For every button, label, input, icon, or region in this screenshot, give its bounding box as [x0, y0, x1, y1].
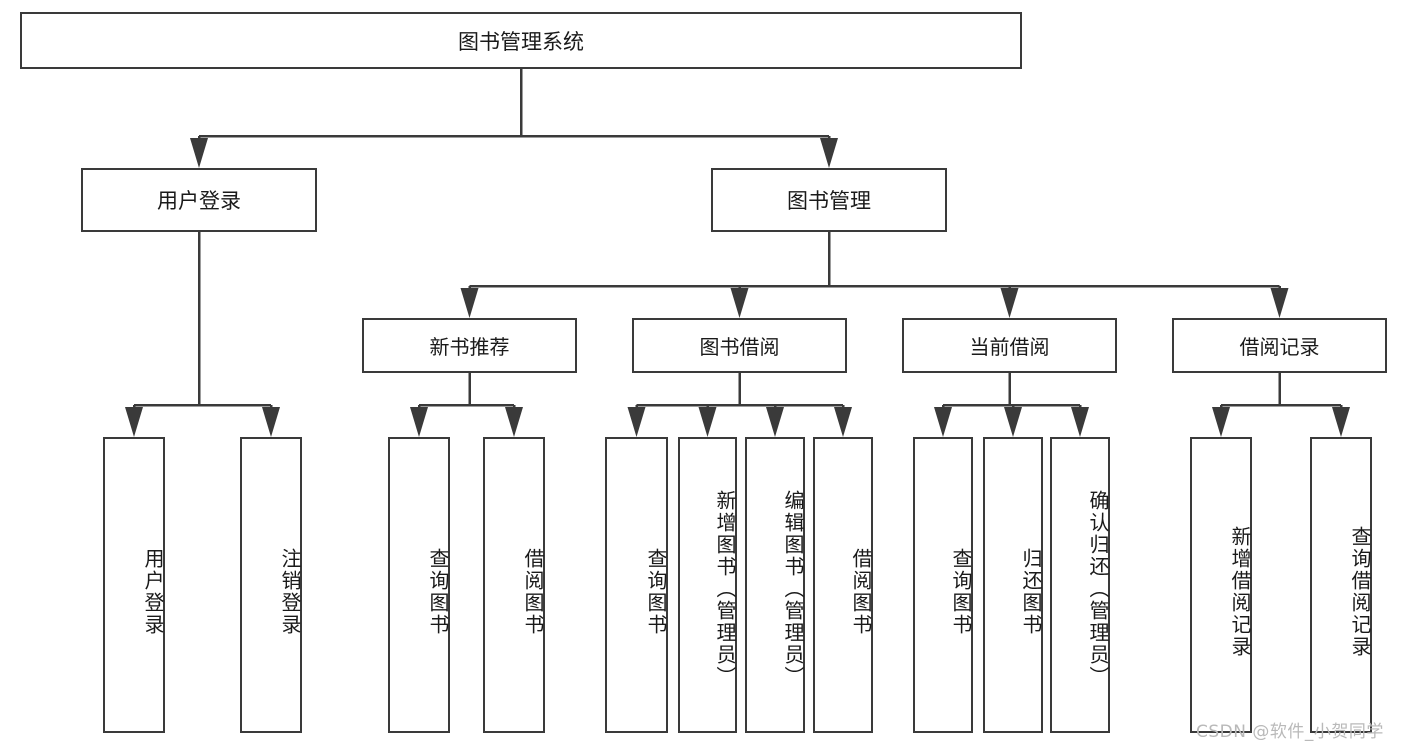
diagram-node-l-cb-query: 查询图书	[913, 437, 973, 733]
diagram-node-l-bw-borrow: 借阅图书	[813, 437, 873, 733]
node-label: 借阅记录	[1239, 335, 1320, 359]
diagram-node-l-br-query: 查询借阅记录	[1310, 437, 1372, 733]
node-label: 查询图书	[949, 548, 973, 636]
diagram-node-l-bw-edit: 编辑图书（管理员）	[745, 437, 805, 733]
node-label: 图书借阅	[699, 335, 780, 359]
node-label: 查询图书	[644, 548, 668, 636]
node-label: 用户登录	[141, 548, 165, 636]
node-label: 借阅图书	[521, 548, 545, 636]
node-label: 注销登录	[278, 548, 302, 636]
node-label: 新增图书（管理员）	[713, 490, 737, 688]
diagram-node-l-user-login: 用户登录	[103, 437, 165, 733]
diagram-node-l-br-add: 新增借阅记录	[1190, 437, 1252, 733]
diagram-node-n-current-borrow: 当前借阅	[902, 318, 1117, 373]
diagram-node-l-bw-add: 新增图书（管理员）	[678, 437, 737, 733]
node-label: 确认归还（管理员）	[1086, 490, 1110, 688]
diagram-node-n-new-book-rec: 新书推荐	[362, 318, 577, 373]
diagram-node-n-book-manage: 图书管理	[711, 168, 947, 232]
diagram-node-n-user-login: 用户登录	[81, 168, 317, 232]
diagram-node-l-user-logout: 注销登录	[240, 437, 302, 733]
node-label: 图书管理系统	[458, 29, 584, 54]
diagram-node-n-borrow-record: 借阅记录	[1172, 318, 1387, 373]
node-label: 归还图书	[1019, 548, 1043, 636]
node-label: 图书管理	[787, 189, 871, 213]
diagram-node-l-cb-confirm: 确认归还（管理员）	[1050, 437, 1110, 733]
diagram-node-l-rec-borrow: 借阅图书	[483, 437, 545, 733]
node-label: 查询图书	[426, 548, 450, 636]
node-label: 新书推荐	[429, 335, 510, 359]
diagram-node-n-book-borrow: 图书借阅	[632, 318, 847, 373]
diagram-node-l-rec-query: 查询图书	[388, 437, 450, 733]
node-label: 借阅图书	[849, 548, 873, 636]
diagram-node-l-cb-return: 归还图书	[983, 437, 1043, 733]
node-label: 当前借阅	[969, 335, 1050, 359]
diagram-node-l-bw-query: 查询图书	[605, 437, 668, 733]
watermark: CSDN @软件_小贺同学	[1196, 722, 1384, 742]
node-label: 编辑图书（管理员）	[781, 490, 805, 688]
diagram-node-n-root: 图书管理系统	[20, 12, 1022, 69]
node-label: 查询借阅记录	[1348, 526, 1372, 658]
node-label: 用户登录	[157, 189, 241, 213]
node-label: 新增借阅记录	[1228, 526, 1252, 658]
